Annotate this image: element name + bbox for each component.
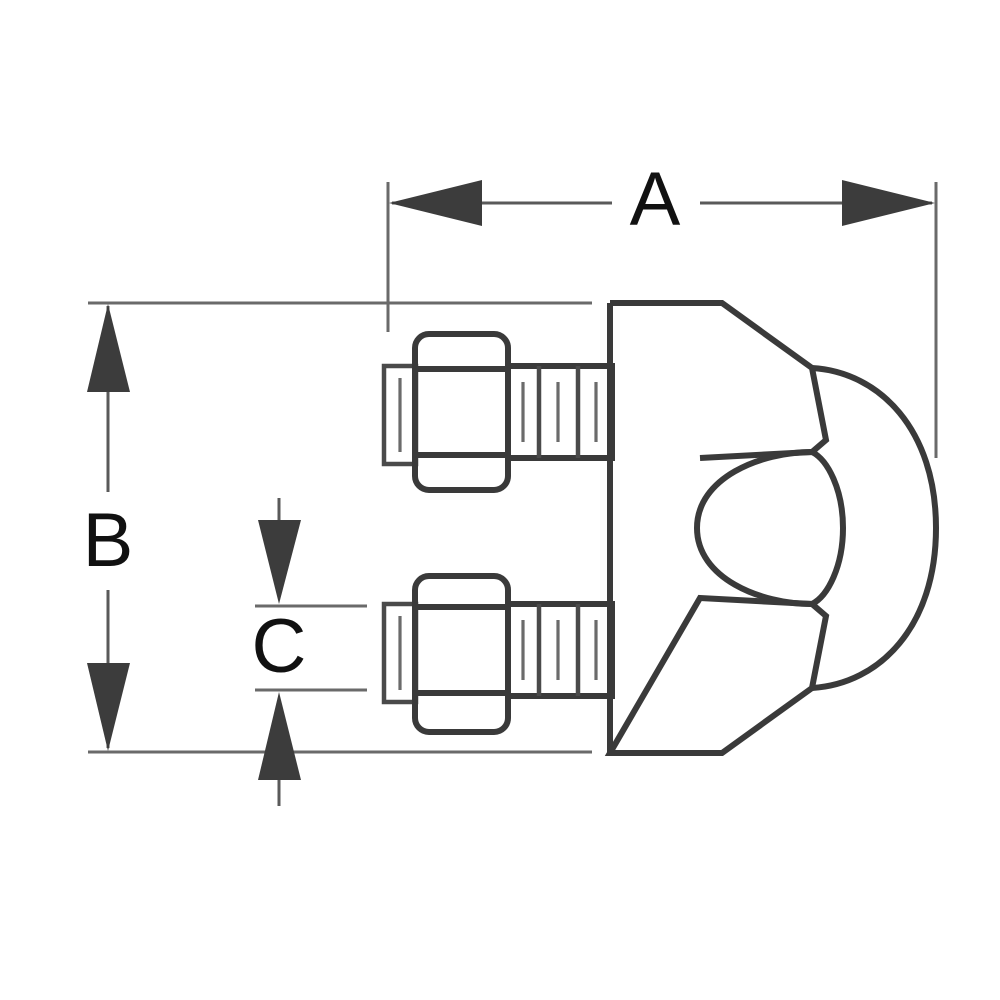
dimension-c-upper-arrowhead [258, 520, 301, 604]
dimension-b-bottom-arrowhead [87, 663, 130, 751]
lower-bolt-shank [505, 601, 615, 699]
wire-rope-clip-part [381, 300, 940, 756]
dimension-a-left-arrowhead [389, 180, 482, 226]
upper-bolt-shank [505, 363, 615, 461]
rope-bore-left-arc [693, 449, 813, 607]
dimension-a-right-arrowhead [842, 180, 935, 226]
dimension-b-top-arrowhead [87, 304, 130, 392]
dimension-c-group: C [252, 498, 367, 806]
dimension-a-label: A [630, 157, 681, 242]
dimension-a-group: A [386, 157, 938, 458]
rope-bore-right-arc [810, 449, 847, 607]
upper-bolt-assembly [381, 331, 615, 493]
dimension-c-label: C [252, 604, 307, 689]
lower-bolt-assembly [381, 573, 615, 735]
dimension-b-label: B [83, 498, 134, 583]
dimension-c-lower-arrowhead [258, 692, 301, 780]
upper-bolt-nut [412, 331, 511, 493]
saddle-body-outline [604, 300, 830, 756]
outer-arc [811, 365, 940, 691]
dimension-b-group: B [83, 301, 592, 754]
lower-bolt-nut [412, 573, 511, 735]
